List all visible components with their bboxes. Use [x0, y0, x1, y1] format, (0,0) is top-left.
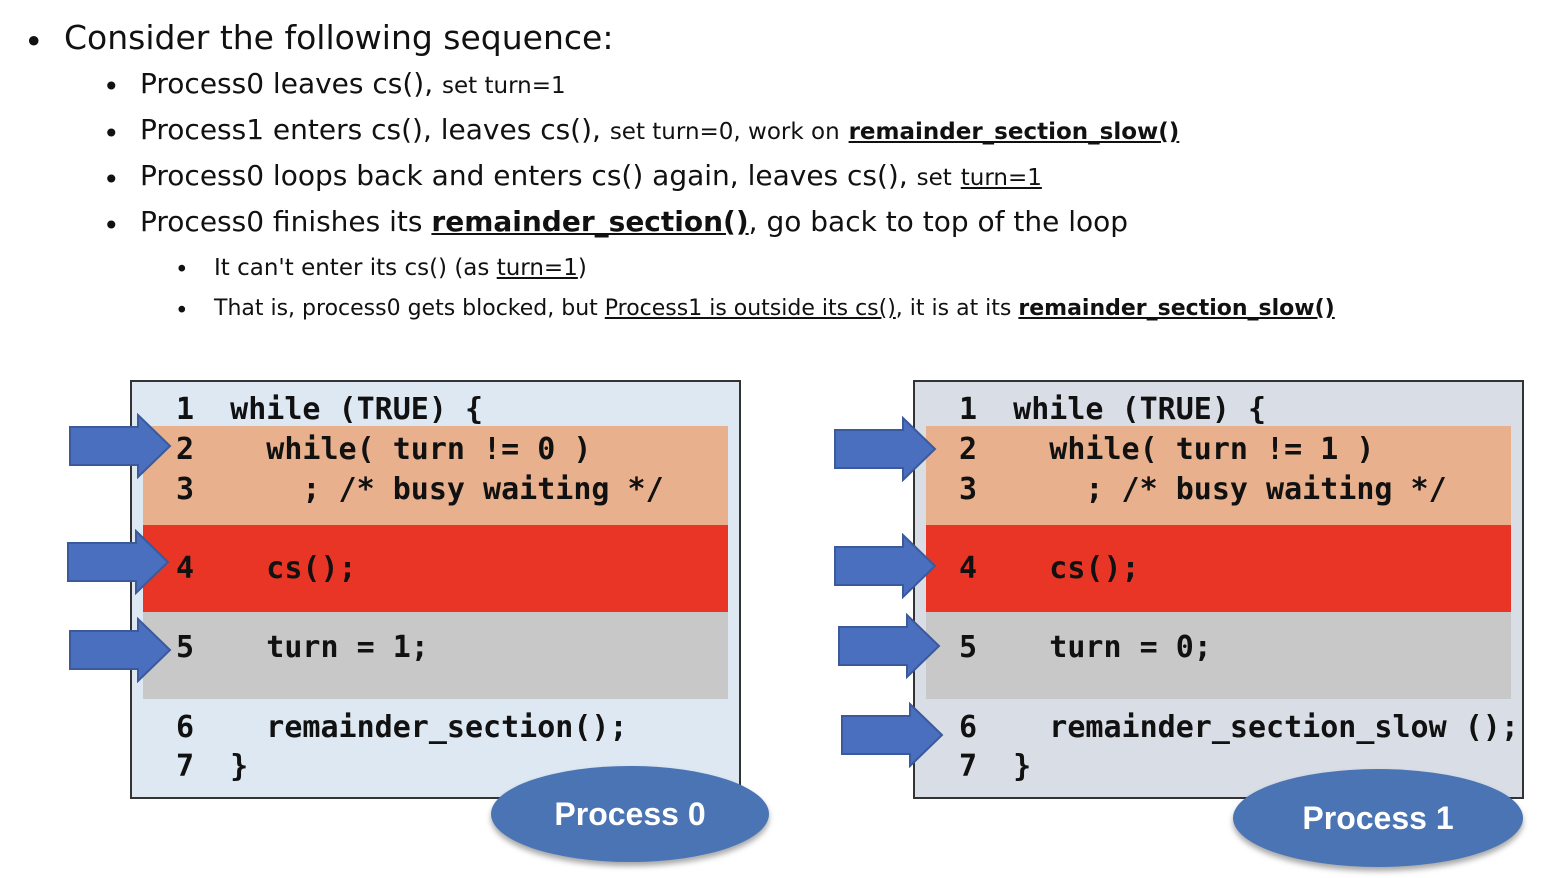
- bullet-main: Consider the following sequence:: [64, 18, 614, 57]
- sub-bullet-2-text: That is, process0 gets blocked, but: [214, 296, 598, 321]
- process1-code-line-3: 3 ; /* busy waiting */: [959, 472, 1447, 507]
- bullet-line-3-detail: set: [916, 165, 952, 191]
- bullet-line-3-text: Process0 loops back and enters cs() agai…: [140, 159, 908, 192]
- bullet-line-1-text: Process0 leaves cs(),: [140, 67, 434, 100]
- bullet-line-4: Process0 finishes its remainder_section(…: [140, 205, 1128, 238]
- process0-arrow-line-4-icon: [67, 529, 170, 595]
- process0-arrow-line-5-icon: [69, 617, 172, 683]
- sub-bullet-2-highlight: remainder_section_slow(): [1018, 296, 1335, 321]
- bullet-line-4-highlight: remainder_section(): [431, 205, 749, 238]
- bullet-line-3: Process0 loops back and enters cs() agai…: [140, 159, 1042, 192]
- process1-code-line-2: 2 while( turn != 1 ): [959, 432, 1375, 467]
- process0-code-line-7: 7 }: [176, 749, 249, 784]
- process1-arrow-line-2-icon: [834, 416, 937, 482]
- process1-arrow-line-6-icon: [841, 702, 944, 768]
- process0-code-line-3: 3 ; /* busy waiting */: [176, 472, 664, 507]
- process1-code-line-1: 1 while (TRUE) {: [959, 392, 1267, 427]
- bullet-line-4-tail: , go back to top of the loop: [748, 205, 1129, 238]
- bullet-dot: •: [175, 257, 189, 283]
- bullet-dot: •: [175, 298, 189, 324]
- bullet-line-2-detail: set turn=0, work on: [609, 119, 840, 145]
- bullet-dot: •: [24, 22, 44, 61]
- bullet-dot: •: [103, 163, 120, 196]
- sub-bullet-1-highlight: turn=1: [496, 255, 578, 281]
- sub-bullet-2-mid: , it is at its: [895, 296, 1012, 321]
- bullet-line-2-text: Process1 enters cs(), leaves cs(),: [140, 113, 601, 146]
- process0-code-line-6: 6 remainder_section();: [176, 710, 628, 745]
- process1-code-line-6: 6 remainder_section_slow ();: [959, 710, 1519, 745]
- bullet-line-4-text: Process0 finishes its: [140, 205, 423, 238]
- bullet-line-2-highlight: remainder_section_slow(): [848, 119, 1180, 145]
- process0-code-line-5: 5 turn = 1;: [176, 630, 429, 665]
- process0-code-line-1: 1 while (TRUE) {: [176, 392, 484, 427]
- sub-bullet-1: It can't enter its cs() (as turn=1): [214, 255, 587, 281]
- bullet-line-1: Process0 leaves cs(), set turn=1: [140, 67, 566, 100]
- bullet-line-2: Process1 enters cs(), leaves cs(), set t…: [140, 113, 1179, 146]
- process1-arrow-line-5-icon: [838, 613, 941, 679]
- bullet-dot: •: [103, 70, 120, 103]
- sub-bullet-1-text: It can't enter its cs() (as: [214, 255, 490, 281]
- bullet-dot: •: [103, 209, 120, 242]
- sub-bullet-2-underline: Process1 is outside its cs(): [604, 296, 896, 321]
- process1-arrow-line-4-icon: [834, 533, 937, 599]
- process0-busy-wait-band: [143, 426, 728, 525]
- process0-label: Process 0: [491, 766, 769, 862]
- process1-busy-wait-band: [926, 426, 1511, 525]
- sub-bullet-1-tail: ): [577, 255, 587, 281]
- process0-code-line-4: 4 cs();: [176, 551, 357, 586]
- bullet-line-1-detail: set turn=1: [442, 73, 566, 99]
- process1-critical-section-band: [926, 525, 1511, 612]
- process1-exit-section-band: [926, 612, 1511, 699]
- process0-code-line-2: 2 while( turn != 0 ): [176, 432, 592, 467]
- sub-bullet-2: That is, process0 gets blocked, but Proc…: [214, 296, 1335, 321]
- process1-code-line-7: 7 }: [959, 749, 1032, 784]
- process1-label: Process 1: [1233, 769, 1523, 867]
- process1-code-line-4: 4 cs();: [959, 551, 1140, 586]
- process0-critical-section-band: [143, 525, 728, 612]
- process0-arrow-line-2-icon: [69, 413, 172, 479]
- process0-exit-section-band: [143, 612, 728, 699]
- bullet-dot: •: [103, 117, 120, 150]
- process1-code-line-5: 5 turn = 0;: [959, 630, 1212, 665]
- bullet-line-3-highlight: turn=1: [960, 165, 1042, 191]
